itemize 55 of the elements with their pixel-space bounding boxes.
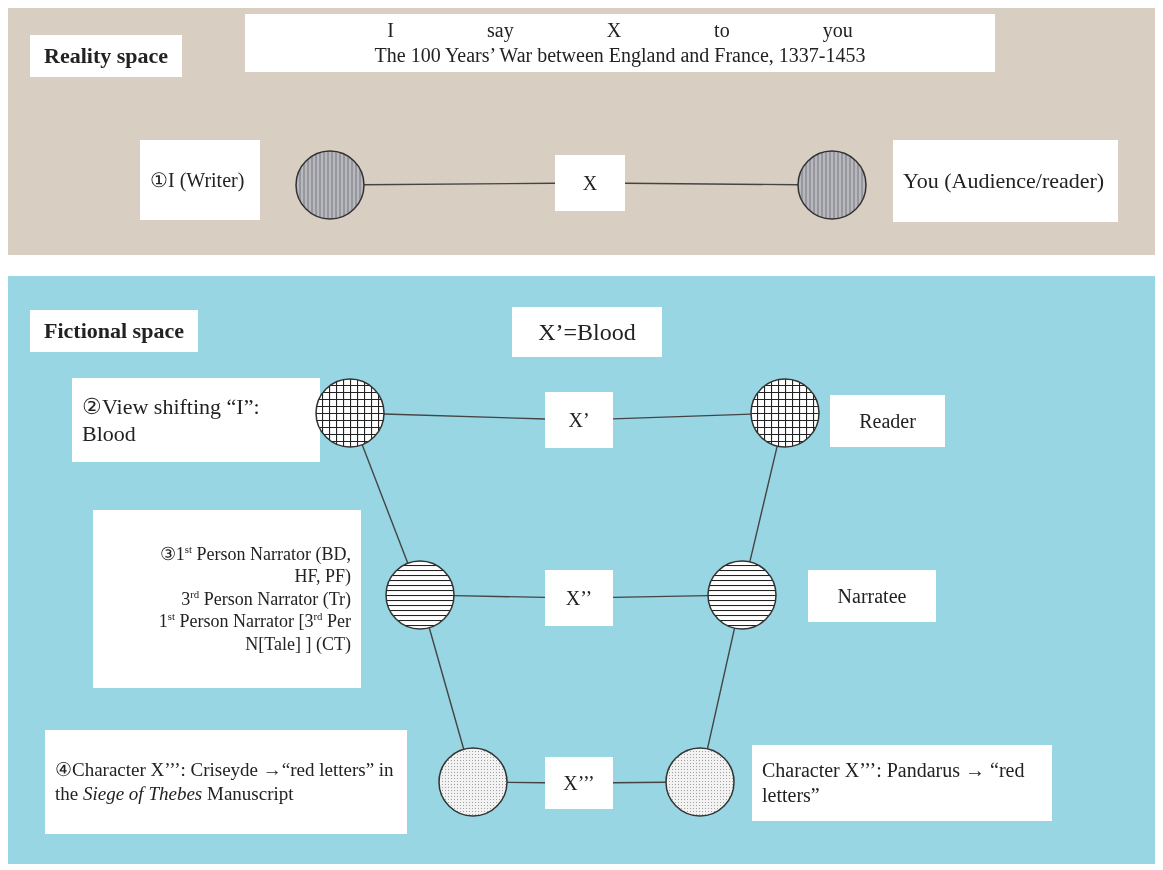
connector-line [361,444,409,564]
box-text: Character X’’’: Pandarus → “red letters” [762,758,1026,808]
box-text: ①I (Writer) [150,167,246,193]
box-text: 3$^{rd}$ Person Narrator (Tr) [180,587,351,611]
hatched-circle [295,150,365,220]
box-text: The 100 Years’ War between England and France, 1337-1453 [373,43,867,68]
connector-line [428,627,465,750]
hatched-circle [438,747,508,817]
connector-line [624,182,799,186]
box-text: Narratee [836,583,908,609]
connector-line [383,413,546,420]
box-text: 1$^{st}$ Person Narrator [3$^{rd}$ Per N[Tale] ] (CT) [157,610,351,656]
text-box [512,307,662,357]
text-box [545,570,613,626]
text-box [45,730,407,834]
box-text: X [581,170,599,196]
text-box [893,140,1118,222]
text-box [545,757,613,809]
text-box [830,395,945,447]
text-box [545,392,613,448]
panel [8,276,1155,864]
text-box [555,155,625,211]
hatched-circle [665,747,735,817]
connector-line [749,445,778,563]
box-text: I say X to you [386,18,854,43]
connector-line [453,594,546,599]
hatched-circle [707,560,777,630]
text-box [72,378,320,462]
hatched-circle [750,378,820,448]
panel-heading: Fictional space [30,310,198,352]
hatched-circle [315,378,385,448]
text-box [245,14,995,72]
box-text: X’’ [564,585,594,611]
box-text: ④Character X’’’: Criseyde →“red letters” in the Siege of Thebes Manuscript [55,758,395,806]
connector-line [363,182,556,186]
text-box [93,510,361,688]
connector-line [706,627,736,750]
panel [8,8,1155,255]
connector-line [506,781,546,784]
connector-line [612,781,667,784]
connector-line [612,594,709,599]
text-box [752,745,1052,821]
box-text: X’ [567,407,591,433]
hatched-circle [797,150,867,220]
panel-heading: Reality space [30,35,183,77]
text-box [808,570,936,622]
box-text: ②View shifting “I”: Blood [82,392,261,448]
box-text: X’’’ [562,770,596,796]
hatched-circle [385,560,455,630]
box-text: X’=Blood [537,318,637,347]
box-text: You (Audience/reader) [903,167,1106,195]
connector-line [612,413,752,420]
box-text: ③1$^{st}$ Person Narrator (BD, HF, PF) [158,542,351,588]
box-text: Reader [858,408,917,434]
text-box [140,140,260,220]
